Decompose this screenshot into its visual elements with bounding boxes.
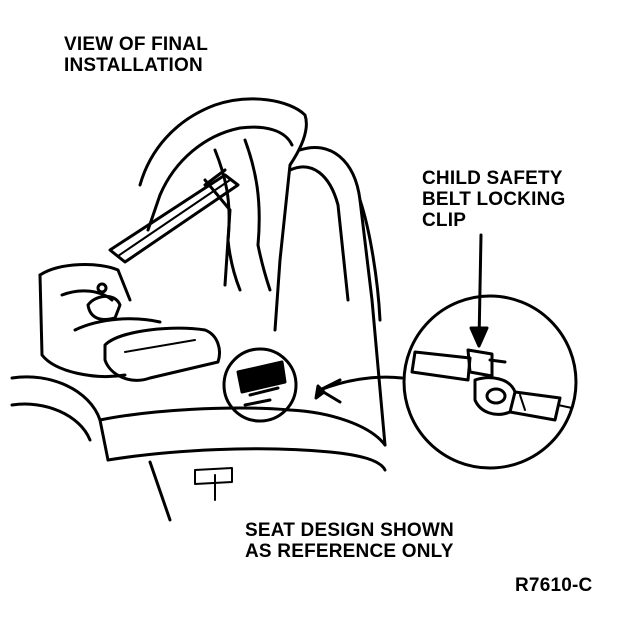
vehicle-seat-cushion [10,375,387,522]
clip-label-line: CHILD SAFETY [422,168,563,189]
view-caption-line: VIEW OF FINAL [64,34,209,55]
view-caption-line: INSTALLATION [64,55,203,76]
clip-label-line: BELT LOCKING [422,189,566,210]
child-seat-base [38,263,221,382]
view-caption: VIEW OF FINAL INSTALLATION [64,34,208,76]
shoulder-belt [108,168,240,264]
seat-note-line: SEAT DESIGN SHOWN [245,520,454,541]
figure-code: R7610-C [515,575,593,596]
magnified-clip-circle [402,294,578,470]
vehicle-seat-back [288,145,387,447]
buckle-detail-circle [222,347,298,423]
seat-note-line: AS REFERENCE ONLY [245,541,454,562]
seat-note: SEAT DESIGN SHOWN AS REFERENCE ONLY [245,520,454,562]
clip-label-line: CLIP [422,210,467,231]
callout-arrow [314,375,404,404]
clip-leader-arrow [469,233,489,348]
clip-label: CHILD SAFETY BELT LOCKING CLIP [422,168,565,231]
